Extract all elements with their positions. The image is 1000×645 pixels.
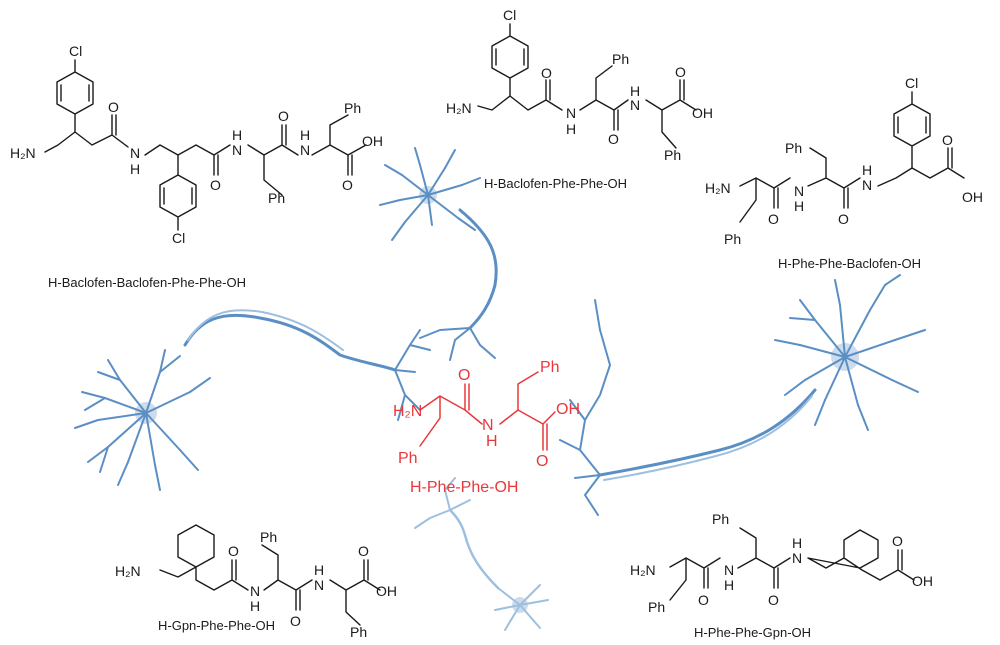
atom-label: N bbox=[630, 97, 640, 113]
atom-label: O bbox=[768, 211, 779, 227]
atom-label: Ph bbox=[398, 450, 418, 467]
atom-label: H₂N bbox=[115, 563, 141, 579]
atom-label: O bbox=[358, 543, 369, 559]
atom-label: H bbox=[862, 162, 872, 178]
atom-label: Cl bbox=[905, 75, 918, 91]
atom-label: O bbox=[290, 613, 301, 629]
atom-label: OH bbox=[556, 401, 580, 418]
atom-label: H bbox=[486, 433, 498, 450]
atom-label: H₂N bbox=[10, 145, 36, 161]
atom-label: H bbox=[250, 598, 260, 614]
atom-label: O bbox=[536, 453, 548, 470]
atom-label: O bbox=[342, 177, 353, 193]
atom-label: H bbox=[314, 562, 324, 578]
atom-label: O bbox=[608, 131, 619, 147]
atom-label: N bbox=[130, 145, 140, 161]
atom-label: O bbox=[210, 177, 221, 193]
atom-label: Cl bbox=[69, 43, 82, 59]
compound-name: H-Phe-Phe-OH bbox=[410, 479, 518, 496]
atom-label: Cl bbox=[172, 230, 185, 246]
atom-label: Ph bbox=[664, 147, 681, 163]
atom-label: Ph bbox=[724, 231, 741, 247]
atom-label: H bbox=[630, 83, 640, 99]
atom-label: H bbox=[300, 127, 310, 143]
atom-label: N bbox=[566, 105, 576, 121]
atom-label: O bbox=[768, 592, 779, 608]
atom-label: OH bbox=[692, 105, 713, 121]
atom-label: Ph bbox=[350, 624, 367, 640]
atom-label: H bbox=[232, 127, 242, 143]
atom-label: H bbox=[566, 121, 576, 137]
atom-label: O bbox=[698, 592, 709, 608]
compound-name: H-Baclofen-Baclofen-Phe-Phe-OH bbox=[48, 275, 246, 290]
compound-name: H-Gpn-Phe-Phe-OH bbox=[158, 618, 275, 633]
atom-label: N bbox=[792, 550, 802, 566]
atom-label: N bbox=[482, 417, 494, 434]
atom-label: Ph bbox=[785, 140, 802, 156]
atom-label: N bbox=[314, 577, 324, 593]
compound-phe-phe-gpn: H₂N Ph O N H O H N O OH Ph H-Phe-Phe-Gpn… bbox=[630, 511, 933, 640]
atom-label: H₂N bbox=[630, 562, 656, 578]
atom-label: O bbox=[892, 533, 903, 549]
compound-phe-phe: H₂N O N H Ph O OH Ph H-Phe-Phe-OH bbox=[393, 359, 580, 496]
atom-label: Ph bbox=[612, 51, 629, 67]
neuron-bottom-icon bbox=[414, 477, 549, 631]
atom-label: OH bbox=[962, 189, 983, 205]
atom-label: N bbox=[724, 562, 734, 578]
atom-label: H₂N bbox=[446, 100, 472, 116]
neuron-left-icon bbox=[74, 309, 431, 491]
compound-name: H-Baclofen-Phe-Phe-OH bbox=[484, 176, 627, 191]
atom-label: O bbox=[541, 65, 552, 81]
atom-label: OH bbox=[362, 133, 383, 149]
atom-label: Ph bbox=[268, 190, 285, 206]
neuron-right-icon bbox=[559, 274, 926, 516]
atom-label: H bbox=[724, 577, 734, 593]
atom-label: H bbox=[130, 161, 140, 177]
atom-label: O bbox=[228, 543, 239, 559]
compound-baclofen-baclofen-phe-phe: Cl H₂N O N H O H N O H N Ph O OH Ph Cl H… bbox=[10, 43, 383, 290]
atom-label: H₂N bbox=[705, 180, 731, 196]
atom-label: O bbox=[942, 132, 953, 148]
compound-name: H-Phe-Phe-Gpn-OH bbox=[694, 625, 811, 640]
compound-name: H-Phe-Phe-Baclofen-OH bbox=[778, 256, 921, 271]
atom-label: O bbox=[108, 99, 119, 115]
atom-label: Ph bbox=[648, 599, 665, 615]
neuron-top-icon bbox=[379, 147, 498, 361]
compound-phe-phe-baclofen: Cl H₂N Ph O N H O H N O OH Ph H-Phe-Phe-… bbox=[705, 75, 983, 271]
atom-label: N bbox=[794, 183, 804, 199]
compound-gpn-phe-phe: H₂N O N H Ph O H N O OH Ph H-Gpn-Phe-Phe… bbox=[115, 524, 397, 640]
atom-label: N bbox=[862, 177, 872, 193]
atom-label: Cl bbox=[503, 7, 516, 23]
atom-label: OH bbox=[912, 573, 933, 589]
atom-label: H bbox=[794, 198, 804, 214]
atom-label: O bbox=[675, 64, 686, 80]
atom-label: O bbox=[458, 367, 470, 384]
atom-label: N bbox=[300, 142, 310, 158]
compound-baclofen-phe-phe: Cl H₂N O N H Ph O H N O OH Ph H-Baclofen… bbox=[446, 7, 713, 191]
atom-label: OH bbox=[376, 583, 397, 599]
atom-label: N bbox=[232, 142, 242, 158]
atom-label: O bbox=[278, 108, 289, 124]
atom-label: Ph bbox=[712, 511, 729, 527]
atom-label: H bbox=[792, 535, 802, 551]
atom-label: Ph bbox=[344, 100, 361, 116]
atom-label: H₂N bbox=[393, 403, 422, 420]
atom-label: Ph bbox=[540, 359, 560, 376]
atom-label: Ph bbox=[260, 529, 277, 545]
atom-label: O bbox=[838, 211, 849, 227]
atom-label: N bbox=[250, 583, 260, 599]
